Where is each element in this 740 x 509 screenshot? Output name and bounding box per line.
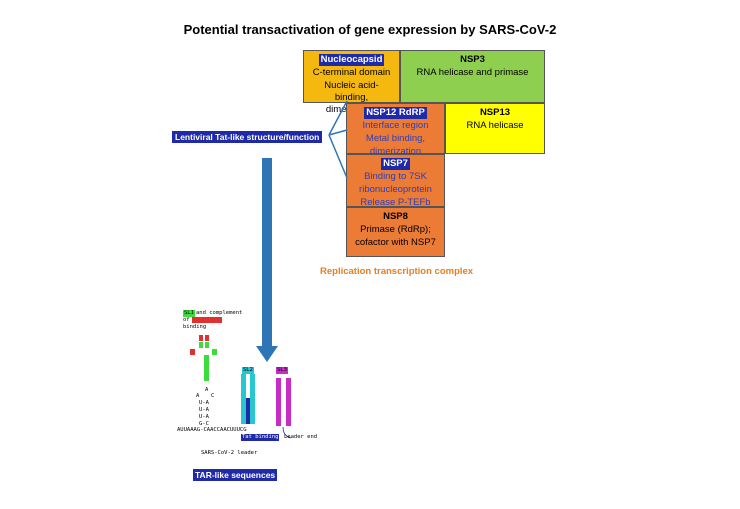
nsp13-line-1: RNA helicase — [466, 120, 524, 131]
sl2-cyan-stem — [241, 374, 246, 424]
sl1-note-1: and complement — [196, 310, 243, 316]
pair-3: U-A — [199, 414, 209, 420]
red-highlight — [192, 317, 222, 323]
sl1-green-mark — [199, 342, 203, 348]
sl2-navy-stem — [246, 398, 250, 424]
tat-binding-tag: Tat binding — [241, 434, 280, 441]
sl1-red-mark — [205, 335, 209, 341]
leader-end-pointer — [282, 426, 292, 439]
sl1-note-2: of — [183, 317, 190, 323]
sl1-note-3: binding — [183, 324, 207, 330]
sl1-stem-svg — [190, 335, 292, 439]
loop-c: C — [211, 393, 215, 399]
nucleocapsid-header: Nucleocapsid — [318, 54, 385, 66]
nsp12-line-3: dimerization — [369, 146, 422, 157]
nsp13-header: NSP13 — [479, 107, 511, 118]
nsp8-box: NSP8 Primase (RdRp); cofactor with NSP7 — [346, 207, 445, 257]
rna-structure: SL1 and complement of binding SL2 SL3 A … — [170, 308, 330, 458]
sl1-green-mark — [212, 349, 217, 355]
nsp7-line-1: Binding to 7SK — [364, 171, 427, 182]
loop-a: A — [205, 387, 209, 393]
nsp12-box: NSP12 RdRP Interface region Metal bindin… — [346, 103, 445, 157]
nsp8-header: NSP8 — [383, 211, 408, 222]
nucleocapsid-box: Nucleocapsid C-terminal domain Nucleic a… — [303, 50, 400, 115]
nsp13-box: NSP13 RNA helicase — [445, 103, 545, 154]
sl1-red-mark — [199, 335, 203, 341]
sl1-green-mark — [205, 342, 209, 348]
pair-2: U-A — [199, 407, 209, 413]
connector-line-nsp7 — [328, 134, 348, 179]
nsp12-header: NSP12 RdRP — [364, 107, 427, 119]
sl2-cyan-stem — [250, 374, 255, 424]
down-arrow — [256, 158, 278, 362]
nsp12-line-2: Metal binding, — [365, 133, 426, 144]
page-title: Potential transactivation of gene expres… — [183, 22, 557, 37]
connector-line-nucleocapsid — [328, 100, 348, 136]
pair-4: G-C — [199, 421, 209, 427]
tar-like-label: TAR-like sequences — [193, 469, 278, 481]
rtc-label: Replication transcription complex — [320, 266, 474, 277]
sl2-tag: SL2 — [242, 367, 254, 374]
nsp8-line-1: Primase (RdRp); — [360, 224, 431, 235]
nucleocapsid-line-1: C-terminal domain — [312, 67, 391, 78]
nsp3-box: NSP3 RNA helicase and primase — [400, 50, 545, 103]
sl1-tag: SL1 — [183, 310, 195, 317]
nsp8-line-2: cofactor with NSP7 — [355, 237, 436, 248]
nsp7-header: NSP7 — [381, 158, 410, 170]
tat-like-label: Lentiviral Tat-like structure/function — [172, 131, 323, 143]
connector-line-nsp12 — [328, 129, 348, 136]
sl3-magenta-stem — [286, 378, 291, 426]
leader-sequence: AUUAAAG-CAACCAACUUUCG — [177, 427, 247, 433]
nsp3-line-1: RNA helicase and primase — [416, 67, 529, 78]
sl1-red-mark — [190, 349, 195, 355]
nsp3-header: NSP3 — [460, 54, 485, 65]
nsp7-line-3: Release P-TEFb — [360, 197, 431, 208]
nsp7-line-2: ribonucleoprotein — [359, 184, 432, 195]
sl3-magenta-stem — [276, 378, 281, 426]
pair-1: U-A — [199, 400, 209, 406]
nsp7-box: NSP7 Binding to 7SK ribonucleoprotein Re… — [346, 154, 445, 208]
sl1-green-stem — [204, 355, 209, 381]
sars-cov-2-leader-label: SARS-CoV-2 leader — [201, 450, 258, 456]
nsp12-line-1: Interface region — [362, 120, 429, 131]
sl3-tag: SL3 — [276, 367, 288, 374]
loop-a-left: A — [196, 393, 200, 399]
leader-end-label: Leader end — [284, 434, 318, 440]
